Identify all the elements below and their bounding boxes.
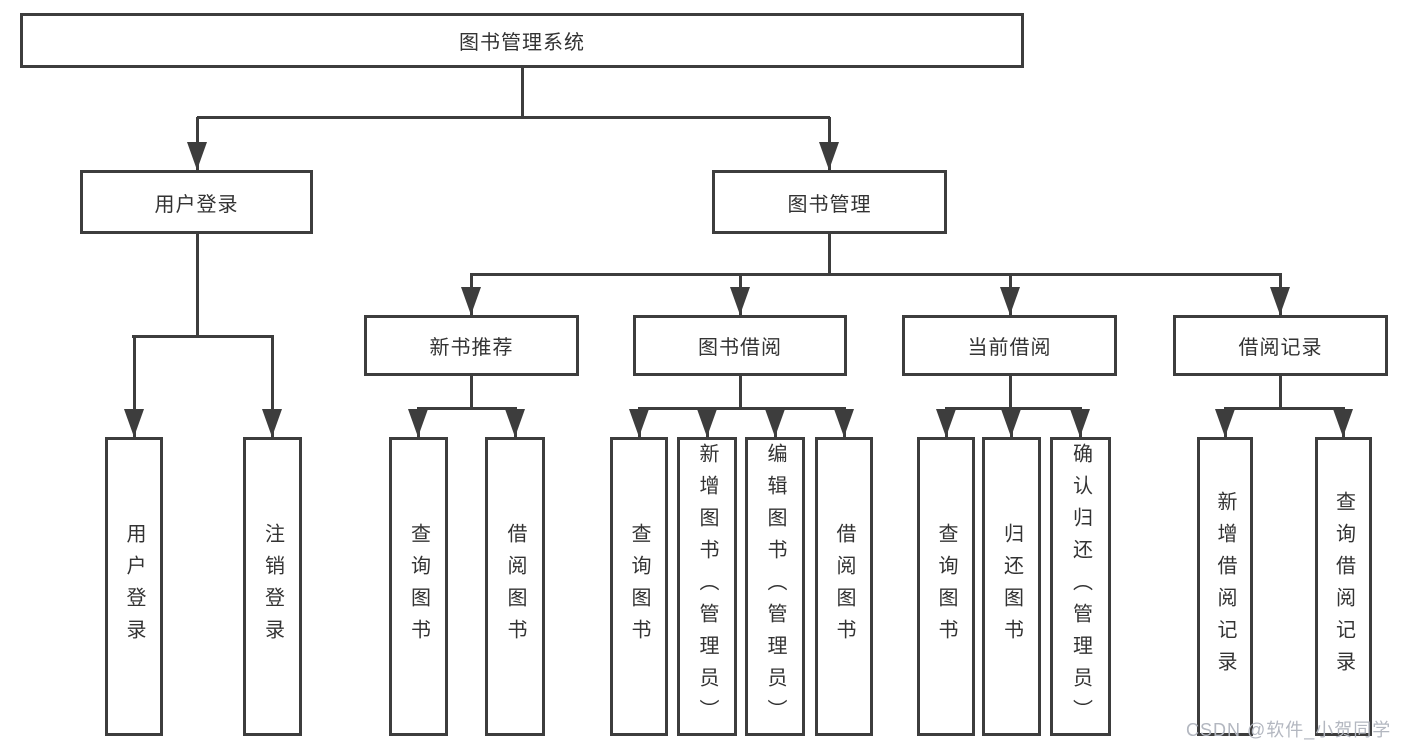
connector-line — [197, 116, 830, 119]
node-label: 确认归还（管理员） — [1069, 442, 1092, 731]
node-label: 查询图书 — [935, 522, 957, 651]
node-label: 图书管理 — [787, 193, 872, 216]
arrow-down-icon — [461, 287, 481, 315]
arrow-down-icon — [834, 409, 854, 437]
node-label: 查询图书 — [407, 522, 430, 651]
node-label: 图书借阅 — [698, 337, 782, 359]
connector-line — [739, 376, 742, 410]
leaf-current-query-books: 查询图书 — [917, 437, 975, 736]
node-label: 注销登录 — [261, 522, 284, 651]
leaf-borrowing-add-books-admin: 新增图书（管理员） — [677, 437, 737, 736]
leaf-borrowing-edit-books-admin: 编辑图书（管理员） — [745, 437, 805, 736]
connector-line — [470, 376, 473, 410]
csdn-watermark: CSDN @软件_小贺同学 — [1186, 720, 1392, 740]
connector-line — [828, 234, 831, 276]
arrow-down-icon — [765, 409, 785, 437]
node-label: 新增借阅记录 — [1214, 490, 1236, 683]
leaf-current-return-books: 归还图书 — [982, 437, 1041, 736]
node-label: 查询借阅记录 — [1332, 490, 1355, 683]
node-book-borrowing: 图书借阅 — [633, 315, 847, 376]
leaf-borrowing-query-books: 查询图书 — [610, 437, 668, 736]
connector-line — [417, 407, 517, 410]
arrow-down-icon — [1001, 409, 1021, 437]
arrow-down-icon — [629, 409, 649, 437]
leaf-recommend-borrow-books: 借阅图书 — [485, 437, 545, 736]
arrow-down-icon — [697, 409, 717, 437]
connector-line — [470, 273, 1282, 276]
node-label: 编辑图书（管理员） — [764, 442, 786, 731]
node-label: 新书推荐 — [429, 337, 514, 359]
arrow-down-icon — [187, 142, 207, 170]
arrow-down-icon — [1333, 409, 1353, 437]
arrow-down-icon — [505, 409, 525, 437]
leaf-records-query-borrow-record: 查询借阅记录 — [1315, 437, 1372, 736]
leaf-borrowing-borrow-books: 借阅图书 — [815, 437, 873, 736]
arrow-down-icon — [1270, 287, 1290, 315]
node-label: 借阅图书 — [833, 522, 855, 651]
connector-line — [638, 407, 846, 410]
node-current-borrowing: 当前借阅 — [902, 315, 1117, 376]
node-label: 借阅图书 — [504, 522, 526, 651]
node-label: 用户登录 — [123, 522, 145, 651]
node-label: 当前借阅 — [967, 337, 1052, 359]
connector-line — [132, 335, 274, 338]
connector-line — [521, 68, 524, 117]
arrow-down-icon — [1070, 409, 1090, 437]
connector-line — [945, 407, 1082, 410]
node-label: 用户登录 — [154, 193, 239, 216]
node-label: 借阅记录 — [1238, 337, 1323, 359]
connector-line — [271, 335, 274, 437]
arrow-down-icon — [262, 409, 282, 437]
connector-line — [196, 234, 199, 338]
node-new-book-recommendation: 新书推荐 — [364, 315, 579, 376]
leaf-current-confirm-return-admin: 确认归还（管理员） — [1050, 437, 1111, 736]
arrow-down-icon — [1215, 409, 1235, 437]
arrow-down-icon — [408, 409, 428, 437]
arrow-down-icon — [1000, 287, 1020, 315]
leaf-logout: 注销登录 — [243, 437, 302, 736]
node-book-management: 图书管理 — [712, 170, 947, 234]
node-label: 新增图书（管理员） — [696, 442, 718, 731]
node-user-login: 用户登录 — [80, 170, 313, 234]
node-borrowing-records: 借阅记录 — [1173, 315, 1388, 376]
leaf-user-login: 用户登录 — [105, 437, 163, 736]
node-label: 查询图书 — [628, 522, 650, 651]
connector-line — [1279, 376, 1282, 410]
node-label: 归还图书 — [1000, 522, 1023, 651]
arrow-down-icon — [936, 409, 956, 437]
arrow-down-icon — [124, 409, 144, 437]
connector-line — [1224, 407, 1345, 410]
connector-line — [133, 335, 136, 437]
arrow-down-icon — [819, 142, 839, 170]
node-root-library-system: 图书管理系统 — [20, 13, 1024, 68]
connector-line — [1009, 376, 1012, 410]
leaf-records-add-borrow-record: 新增借阅记录 — [1197, 437, 1253, 736]
leaf-recommend-query-books: 查询图书 — [389, 437, 448, 736]
node-label: 图书管理系统 — [459, 32, 585, 54]
arrow-down-icon — [730, 287, 750, 315]
